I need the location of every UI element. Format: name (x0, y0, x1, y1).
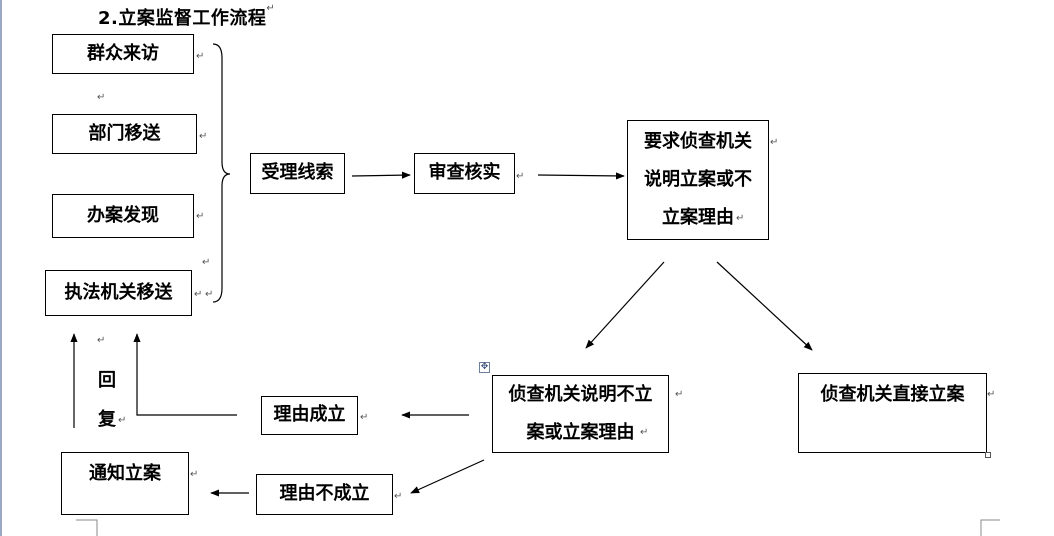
arrow-explain-to-invalid (410, 459, 485, 494)
paragraph-mark: ↵ (190, 469, 199, 480)
reply-char-1: 回 (98, 370, 116, 391)
page-title: 2.立案监督工作流程↵ (98, 4, 275, 30)
box-direct-file: 侦查机关直接立案 (798, 373, 987, 453)
box-police-explain-line1: 侦查机关说明不立 (508, 384, 653, 405)
box-transfer-dept-label: 部门移送 (88, 122, 161, 144)
box-police-explain: 侦查机关说明不立 案或立案理由 (492, 375, 669, 453)
paragraph-mark: ↵ (516, 171, 525, 182)
paragraph-mark: ↵ (640, 427, 649, 438)
box-accept-label: 受理线索 (261, 162, 334, 184)
arrow-valid-back-to-source (133, 333, 237, 416)
box-reason-invalid: 理由不成立 (256, 474, 393, 515)
arrow-accept-to-review (351, 171, 411, 179)
paragraph-mark: ↵ (97, 335, 106, 346)
box-reason-valid: 理由成立 (261, 396, 358, 435)
page-edge (0, 0, 2, 536)
crop-mark-left (76, 519, 98, 536)
box-visit: 群众来访 (52, 34, 194, 74)
title-text: 2.立案监督工作流程 (98, 8, 267, 29)
box-review-label: 审查核实 (428, 162, 501, 184)
arrow-request-to-explain (585, 261, 665, 349)
box-accept: 受理线索 (250, 153, 345, 194)
box-visit-label: 群众来访 (87, 42, 159, 64)
paragraph-mark: ↵ (266, 3, 276, 14)
box-request-line2: 说明立案或不 (644, 169, 752, 190)
paragraph-mark: ↵ (770, 137, 779, 148)
box-transfer-dept: 部门移送 (52, 114, 197, 154)
box-notify-file: 通知立案 (61, 452, 189, 515)
arrow-review-to-request (537, 172, 625, 180)
reply-char-2: 复 (98, 409, 116, 430)
paragraph-mark: ↵ (194, 289, 203, 300)
box-reason-valid-label: 理由成立 (273, 404, 346, 426)
move-handle-glyph: ✥ (480, 362, 489, 372)
paragraph-mark: ↵ (360, 412, 369, 423)
paragraph-mark: ↵ (202, 257, 211, 268)
box-case-found: 办案发现 (52, 194, 194, 238)
box-request-line3: 立案理由 (662, 207, 734, 228)
paragraph-mark: ↵ (205, 289, 214, 300)
paragraph-mark: ↵ (199, 131, 208, 142)
box-police-explain-line2: 案或立案理由 (526, 422, 635, 443)
crop-mark-right (980, 519, 1000, 536)
box-direct-file-label: 侦查机关直接立案 (820, 384, 965, 405)
box-reason-invalid-label: 理由不成立 (279, 483, 370, 505)
arrow-request-to-direct (716, 261, 813, 351)
box-request-explain: 要求侦查机关 说明立案或不 立案理由 (627, 120, 769, 240)
paragraph-mark: ↵ (394, 491, 403, 502)
resize-handle[interactable] (985, 452, 991, 458)
paragraph-mark: ↵ (196, 211, 205, 222)
paragraph-mark: ↵ (736, 213, 745, 224)
paragraph-mark: ↵ (118, 415, 127, 426)
paragraph-mark: ↵ (196, 51, 205, 62)
box-request-line1: 要求侦查机关 (644, 131, 752, 152)
paragraph-mark: ↵ (987, 389, 996, 400)
box-law-enforcement: 执法机关移送 (45, 270, 192, 316)
paragraph-mark: ↵ (97, 92, 106, 103)
paragraph-mark: ↵ (675, 389, 684, 400)
move-handle-icon[interactable]: ✥ (479, 362, 490, 373)
box-notify-file-label: 通知立案 (89, 463, 161, 484)
box-case-found-label: 办案发现 (87, 204, 159, 226)
grouping-brace (212, 43, 231, 303)
box-review: 审查核实 (414, 153, 515, 194)
box-law-enforcement-label: 执法机关移送 (64, 281, 173, 303)
